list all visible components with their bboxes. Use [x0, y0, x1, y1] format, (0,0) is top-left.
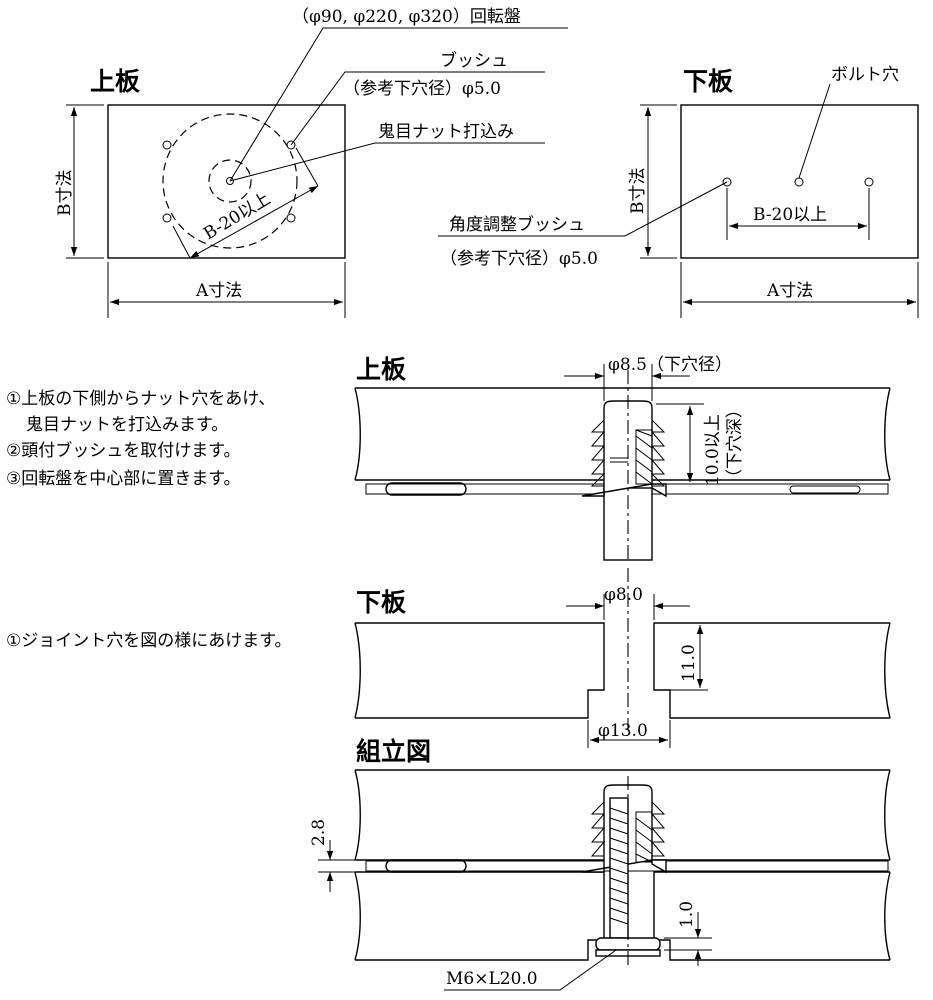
depth-dim-note: （下穴深）	[725, 401, 745, 486]
upper-plate-section: 上板 φ8.5（下穴径） 10.0以上 （下穴深）	[354, 355, 891, 561]
lower-plate-title: 下板	[683, 67, 733, 96]
assembly-lower-board-right	[653, 871, 891, 961]
bolt-hole-label: ボルト穴	[831, 65, 899, 85]
counterbore-dim: φ13.0	[598, 721, 648, 741]
section-upper-title: 上板	[356, 355, 406, 384]
bolt-hole	[864, 177, 874, 187]
recess-dim: 1.0	[677, 901, 697, 928]
bushing-hole	[162, 140, 172, 150]
bushing-hole	[162, 213, 172, 223]
turntable-bearing	[385, 859, 467, 873]
lower-plate-outline	[680, 104, 919, 259]
gap-dim: 2.8	[309, 819, 329, 846]
assembly-lower-board-left	[354, 871, 605, 961]
note-line: 鬼目ナットを打込みます。	[26, 415, 228, 435]
teenut-leader	[229, 142, 545, 182]
bushing-head	[581, 400, 667, 498]
section-lower-title: 下板	[356, 588, 406, 617]
adjust-bushing-hole-label: （参考下穴径）φ5.0	[440, 249, 598, 269]
hole-diameter-dim: φ8.0	[604, 585, 643, 605]
diagonal-dimension-line	[189, 185, 319, 259]
lower-board-left	[354, 622, 605, 719]
note-line: ②頭付ブッシュを取付けます。	[6, 440, 241, 461]
depth-dim: 10.0以上	[703, 414, 723, 486]
center-hole	[226, 177, 234, 185]
dim-b-label: B寸法	[55, 170, 75, 217]
bushing-leader	[290, 71, 545, 146]
bushing-hole-label: （参考下穴径）φ5.0	[343, 79, 501, 99]
lower-plate-section: 下板 φ8.0 11.0 φ13.0	[354, 568, 891, 748]
lower-plate-plan: 下板 ボルト穴 角度調整ブッシュ （参考下穴径）φ5.0 B-20以上 A寸法 …	[438, 65, 919, 318]
assembly-section: 組立図 2.8 1.0 M6×L20.0	[309, 737, 891, 991]
notes-lower: ①ジョイント穴を図の様にあけます。	[6, 631, 292, 651]
adjust-bushing-leader	[438, 181, 728, 237]
teenut-label: 鬼目ナット打込み	[378, 122, 514, 142]
depth-dim: 11.0	[679, 644, 699, 682]
upper-plate-plan: 上板 （φ90, φ220, φ320）回転盤 ブッシュ （参考下穴径）φ5.0…	[55, 7, 568, 318]
bolt-leader	[798, 83, 831, 179]
bolt-hole	[794, 177, 804, 187]
bolt-label: M6×L20.0	[446, 969, 538, 989]
bushing-teeth	[590, 419, 606, 487]
bushing-label: ブッシュ	[440, 50, 508, 71]
tee-nut-insert	[635, 429, 653, 485]
dim-b-label: B寸法	[628, 168, 648, 215]
tee-nut-insert	[635, 811, 653, 863]
section-assembly-title: 組立図	[356, 737, 431, 766]
turntable-bearing	[385, 482, 467, 496]
dim-a-label: A寸法	[766, 281, 813, 301]
hole-diameter-dim: φ8.5（下穴径）	[608, 355, 732, 375]
upper-plate-outline	[107, 104, 346, 259]
turntable-leader	[229, 27, 568, 182]
bushing-hole	[286, 213, 296, 223]
adjust-bushing-hole	[722, 177, 732, 187]
note-line: ③回転盤を中心部に置きます。	[6, 469, 241, 489]
dim-a-label: A寸法	[195, 281, 242, 301]
note-line: ①上板の下側からナット穴をあけ、	[6, 389, 275, 409]
adjust-bushing-label: 角度調整ブッシュ	[449, 214, 585, 235]
note-line: ①ジョイント穴を図の様にあけます。	[6, 631, 292, 651]
turntable-label: （φ90, φ220, φ320）回転盤	[292, 7, 521, 27]
notes-upper: ①上板の下側からナット穴をあけ、 鬼目ナットを打込みます。 ②頭付ブッシュを取付…	[6, 389, 275, 489]
span-dimension: B-20以上	[753, 205, 827, 225]
bushing-hole	[286, 140, 296, 150]
upper-plate-title: 上板	[90, 67, 140, 96]
bolt-leader	[444, 949, 617, 991]
